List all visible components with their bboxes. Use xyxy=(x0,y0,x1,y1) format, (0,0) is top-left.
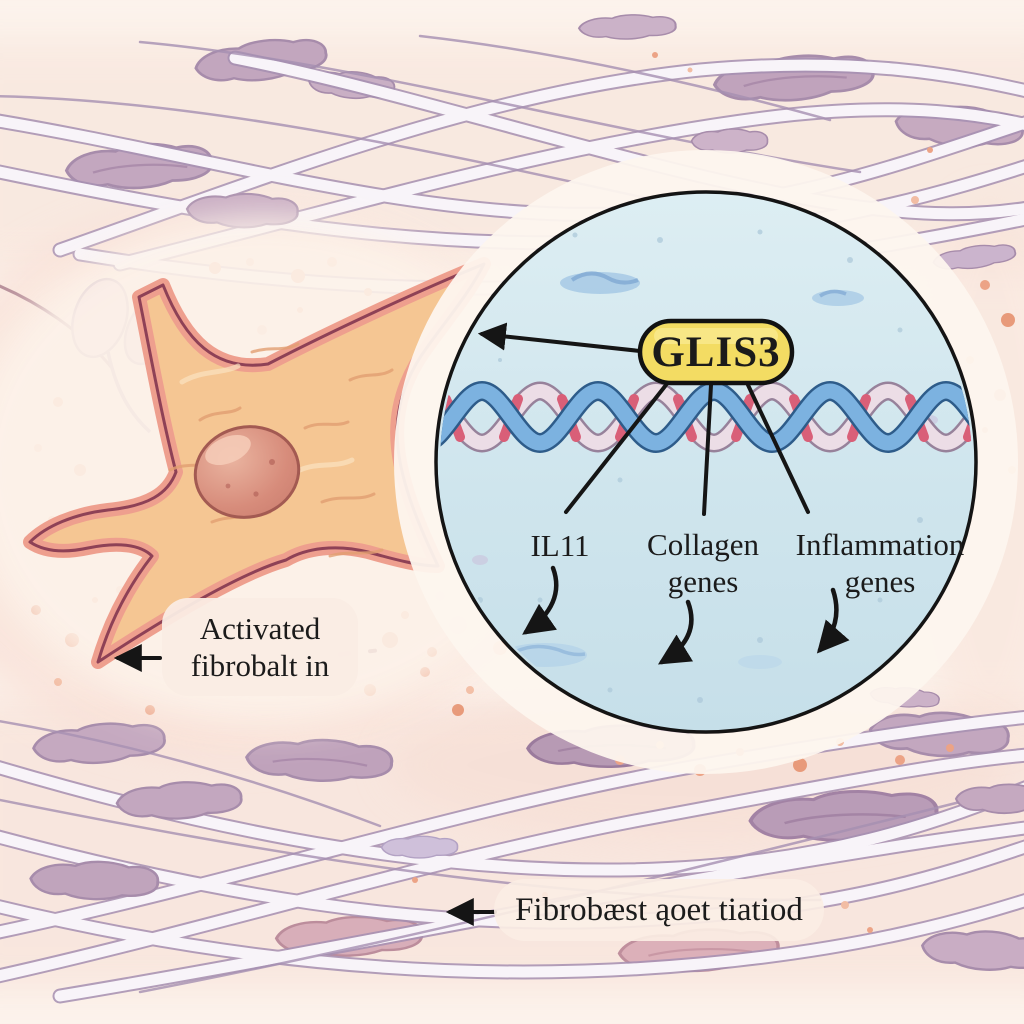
annotation-lines xyxy=(113,322,850,926)
pointer-arrow-icon xyxy=(477,322,642,353)
curved-arrow-icons xyxy=(522,565,850,665)
target-connector-lines xyxy=(564,383,810,516)
il11-arrow-icon xyxy=(522,565,559,635)
collagen-arrow-icon xyxy=(657,599,694,665)
magnifier-circle xyxy=(394,150,1018,774)
inflammation-arrow-icon xyxy=(816,587,850,654)
dna-helix xyxy=(440,380,972,454)
glis3-pill xyxy=(637,318,795,386)
